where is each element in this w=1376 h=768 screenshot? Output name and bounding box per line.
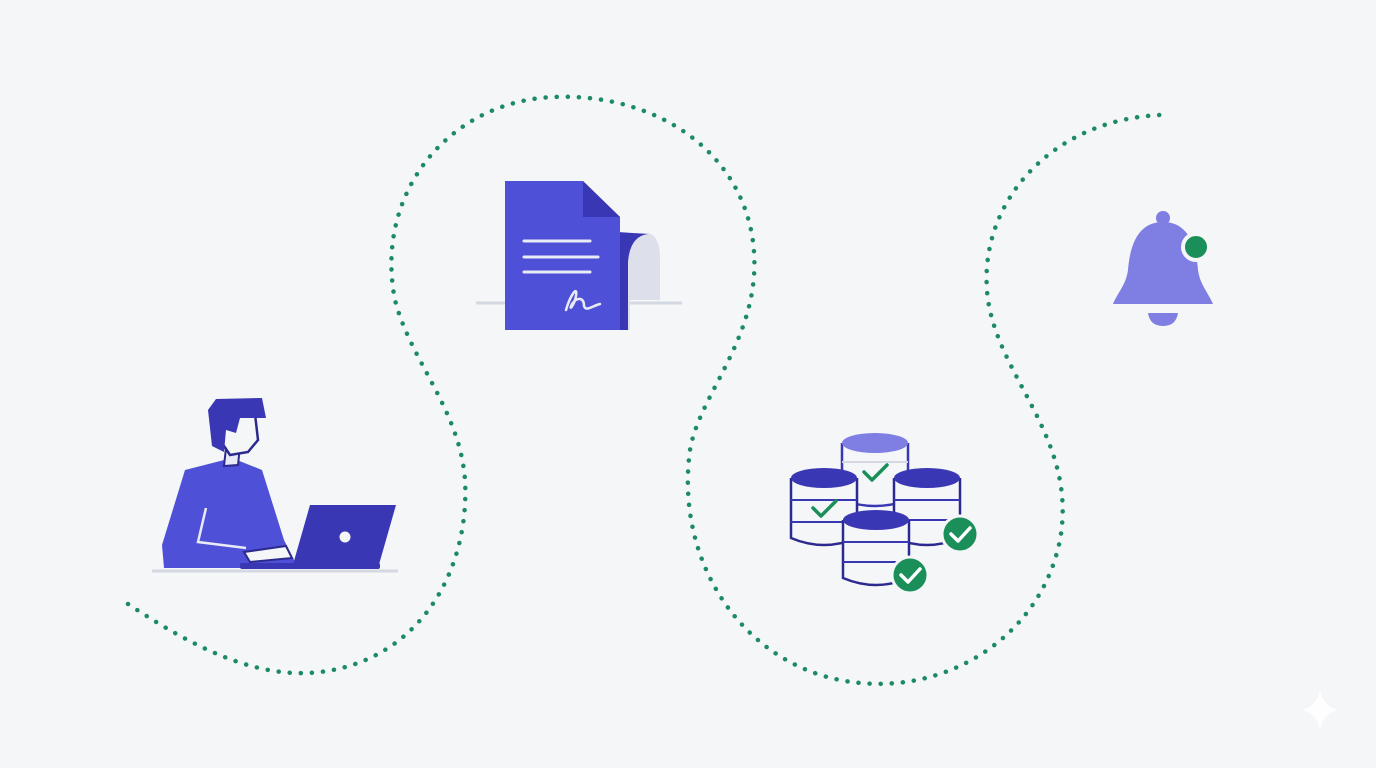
laptop-logo: [339, 531, 351, 543]
bell-notification-icon: [1113, 211, 1213, 326]
check-icon: [899, 567, 922, 584]
database-left: [789, 468, 859, 547]
laptop-base: [240, 563, 380, 569]
check-badge-right: [940, 514, 980, 554]
person-hair: [208, 398, 266, 452]
document-scroll-curl: [618, 232, 648, 330]
signed-document-icon: [476, 181, 682, 330]
verified-databases-icon: [789, 433, 980, 595]
check-icon: [811, 499, 838, 518]
sparkle-icon: [1302, 690, 1338, 730]
document-corner-fold: [583, 181, 620, 217]
check-icon: [949, 526, 972, 543]
check-badge-front: [890, 555, 930, 595]
bell-clapper: [1148, 313, 1178, 326]
check-icon: [862, 463, 889, 482]
dotted-flow-path: [125, 94, 1163, 687]
document-signature: [564, 289, 602, 312]
person-laptop-icon: [152, 398, 398, 573]
notification-dot: [1181, 232, 1211, 262]
person-hands: [242, 544, 294, 564]
bell-top-knob: [1156, 211, 1170, 225]
person-torso: [162, 458, 298, 568]
database-back: [840, 433, 910, 508]
person-arm: [196, 507, 247, 550]
